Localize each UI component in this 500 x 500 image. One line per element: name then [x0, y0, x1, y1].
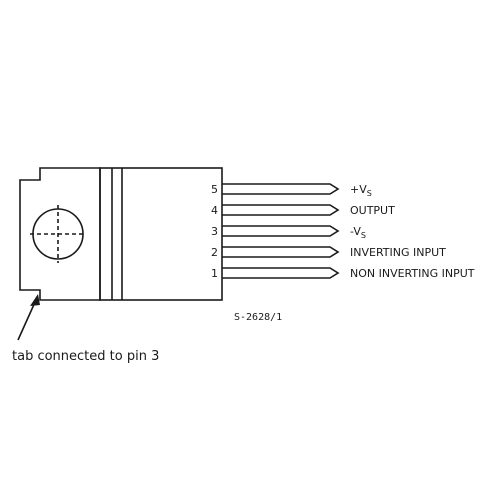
pin-lead [222, 246, 340, 258]
pin-label-main: +V [350, 183, 367, 196]
pin-label-subscript: S [367, 189, 372, 198]
package-body [19, 167, 223, 301]
tab-arrow-icon [17, 294, 40, 341]
pin-number: 4 [211, 204, 218, 217]
pin-5: 5 +VS [211, 183, 372, 198]
pin-number: 1 [211, 267, 218, 280]
pin-number: 5 [211, 183, 218, 196]
pin-label: +VS [350, 183, 372, 198]
pin-label: NON INVERTING INPUT [350, 267, 475, 280]
pin-4: 4 OUTPUT [211, 204, 395, 217]
pin-1: 1 NON INVERTING INPUT [211, 267, 475, 280]
pin-number: 3 [211, 225, 218, 238]
pin-label: INVERTING INPUT [350, 246, 446, 259]
pin-2: 2 INVERTING INPUT [211, 246, 446, 259]
pin-lead [222, 225, 340, 237]
pin-lead [222, 183, 340, 195]
mounting-hole-icon [30, 205, 86, 263]
pin-lead [222, 267, 340, 279]
tab-note: tab connected to pin 3 [12, 349, 159, 364]
pin-lead [222, 204, 340, 216]
pin-label-main: OUTPUT [350, 204, 395, 217]
pin-label-subscript: S [361, 231, 366, 240]
pin-number: 2 [211, 246, 218, 259]
pin-label: OUTPUT [350, 204, 395, 217]
pin-label-main: NON INVERTING INPUT [350, 267, 475, 280]
pin-label: -VS [350, 225, 366, 240]
drawing-code: S-2628/1 [234, 312, 282, 323]
pin-label-main: INVERTING INPUT [350, 246, 446, 259]
pin-3: 3 -VS [211, 225, 366, 240]
pin-label-main: -V [350, 225, 361, 238]
